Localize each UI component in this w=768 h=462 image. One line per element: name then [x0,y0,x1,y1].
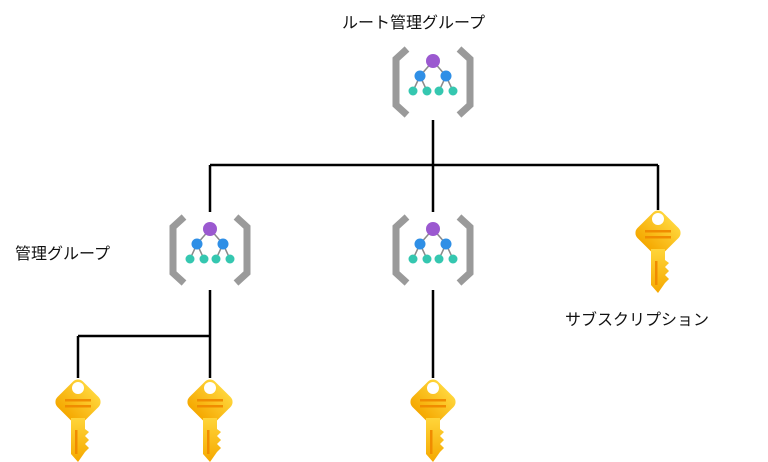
connector-left-group [76,290,212,378]
subscription-key-icon [407,376,459,462]
subscription-key-icon [52,376,104,462]
root-management-group-icon [396,49,470,115]
management-group-icon [173,217,247,283]
subscription-label: サブスクリプション [565,310,710,329]
connector-root [208,120,660,212]
management-group-icon [396,217,470,283]
subscription-key-icon [184,376,236,462]
management-group-label: 管理グループ [15,244,111,263]
root-management-group-label: ルート管理グループ [342,13,486,32]
connectors [76,120,660,378]
subscription-key-icon [632,207,684,293]
